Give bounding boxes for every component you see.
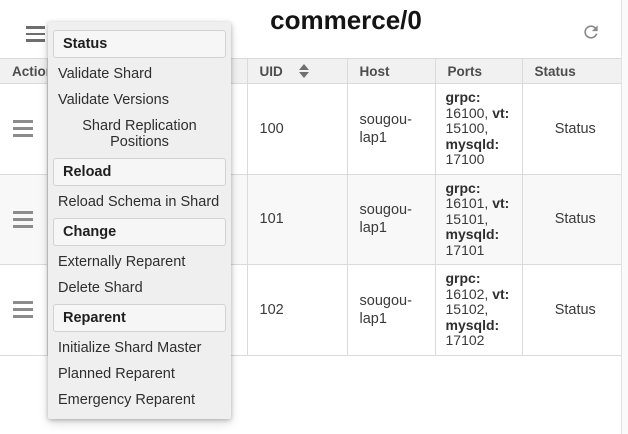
status-cell: Status bbox=[521, 264, 628, 356]
column-header-host: Host bbox=[346, 58, 436, 84]
hamburger-icon bbox=[13, 120, 34, 124]
host-cell: sougou-lap1 bbox=[346, 173, 436, 265]
hamburger-icon bbox=[13, 301, 34, 305]
row-actions-button[interactable] bbox=[9, 207, 37, 232]
status-link[interactable]: Status bbox=[554, 211, 596, 228]
uid-cell: 102 bbox=[246, 264, 348, 356]
menu-item[interactable]: Validate Shard bbox=[58, 66, 153, 82]
column-header-status: Status bbox=[521, 58, 628, 84]
menu-item[interactable]: Shard Replication Positions bbox=[82, 118, 197, 150]
row-actions-button[interactable] bbox=[9, 116, 37, 141]
shard-actions-menu-button[interactable] bbox=[26, 26, 48, 46]
uid-cell: 100 bbox=[246, 83, 348, 175]
hamburger-icon bbox=[13, 210, 34, 214]
sort-icon[interactable] bbox=[298, 64, 309, 78]
hamburger-icon bbox=[26, 26, 45, 29]
actions-cell bbox=[0, 264, 48, 356]
uid-cell: 101 bbox=[246, 173, 348, 265]
refresh-icon bbox=[581, 25, 601, 45]
status-link[interactable]: Status bbox=[554, 301, 596, 318]
menu-section-header: Reload bbox=[53, 158, 226, 186]
scrollbar[interactable] bbox=[621, 0, 628, 434]
ports-cell: grpc: 16101, vt: 15101, mysqld: 17101 bbox=[434, 173, 523, 265]
menu-item[interactable]: Emergency Reparent bbox=[58, 392, 196, 408]
ports-cell: grpc: 16100, vt: 15100, mysqld: 17100 bbox=[434, 83, 523, 175]
host-cell: sougou-lap1 bbox=[346, 264, 436, 356]
status-link[interactable]: Status bbox=[554, 120, 596, 137]
menu-section-header: Reparent bbox=[53, 304, 226, 332]
status-cell: Status bbox=[521, 83, 628, 175]
menu-item[interactable]: Planned Reparent bbox=[58, 366, 175, 382]
menu-section-header: Status bbox=[53, 30, 226, 58]
row-actions-button[interactable] bbox=[9, 297, 37, 322]
column-header-uid[interactable]: UID bbox=[246, 58, 348, 84]
menu-item[interactable]: Delete Shard bbox=[58, 280, 143, 296]
actions-cell bbox=[0, 173, 48, 265]
column-header-actions: Actions bbox=[0, 58, 48, 84]
menu-section-header: Change bbox=[53, 218, 226, 246]
actions-cell bbox=[0, 83, 48, 175]
menu-item[interactable]: Initialize Shard Master bbox=[58, 340, 202, 356]
host-cell: sougou-lap1 bbox=[346, 83, 436, 175]
column-header-ports: Ports bbox=[434, 58, 523, 84]
menu-item[interactable]: Validate Versions bbox=[58, 92, 169, 108]
status-cell: Status bbox=[521, 173, 628, 265]
page-title: commerce/0 bbox=[270, 5, 422, 35]
refresh-button[interactable] bbox=[580, 22, 602, 44]
menu-item[interactable]: Externally Reparent bbox=[58, 254, 186, 270]
menu-item[interactable]: Reload Schema in Shard bbox=[58, 194, 220, 210]
ports-cell: grpc: 16102, vt: 15102, mysqld: 17102 bbox=[434, 264, 523, 356]
